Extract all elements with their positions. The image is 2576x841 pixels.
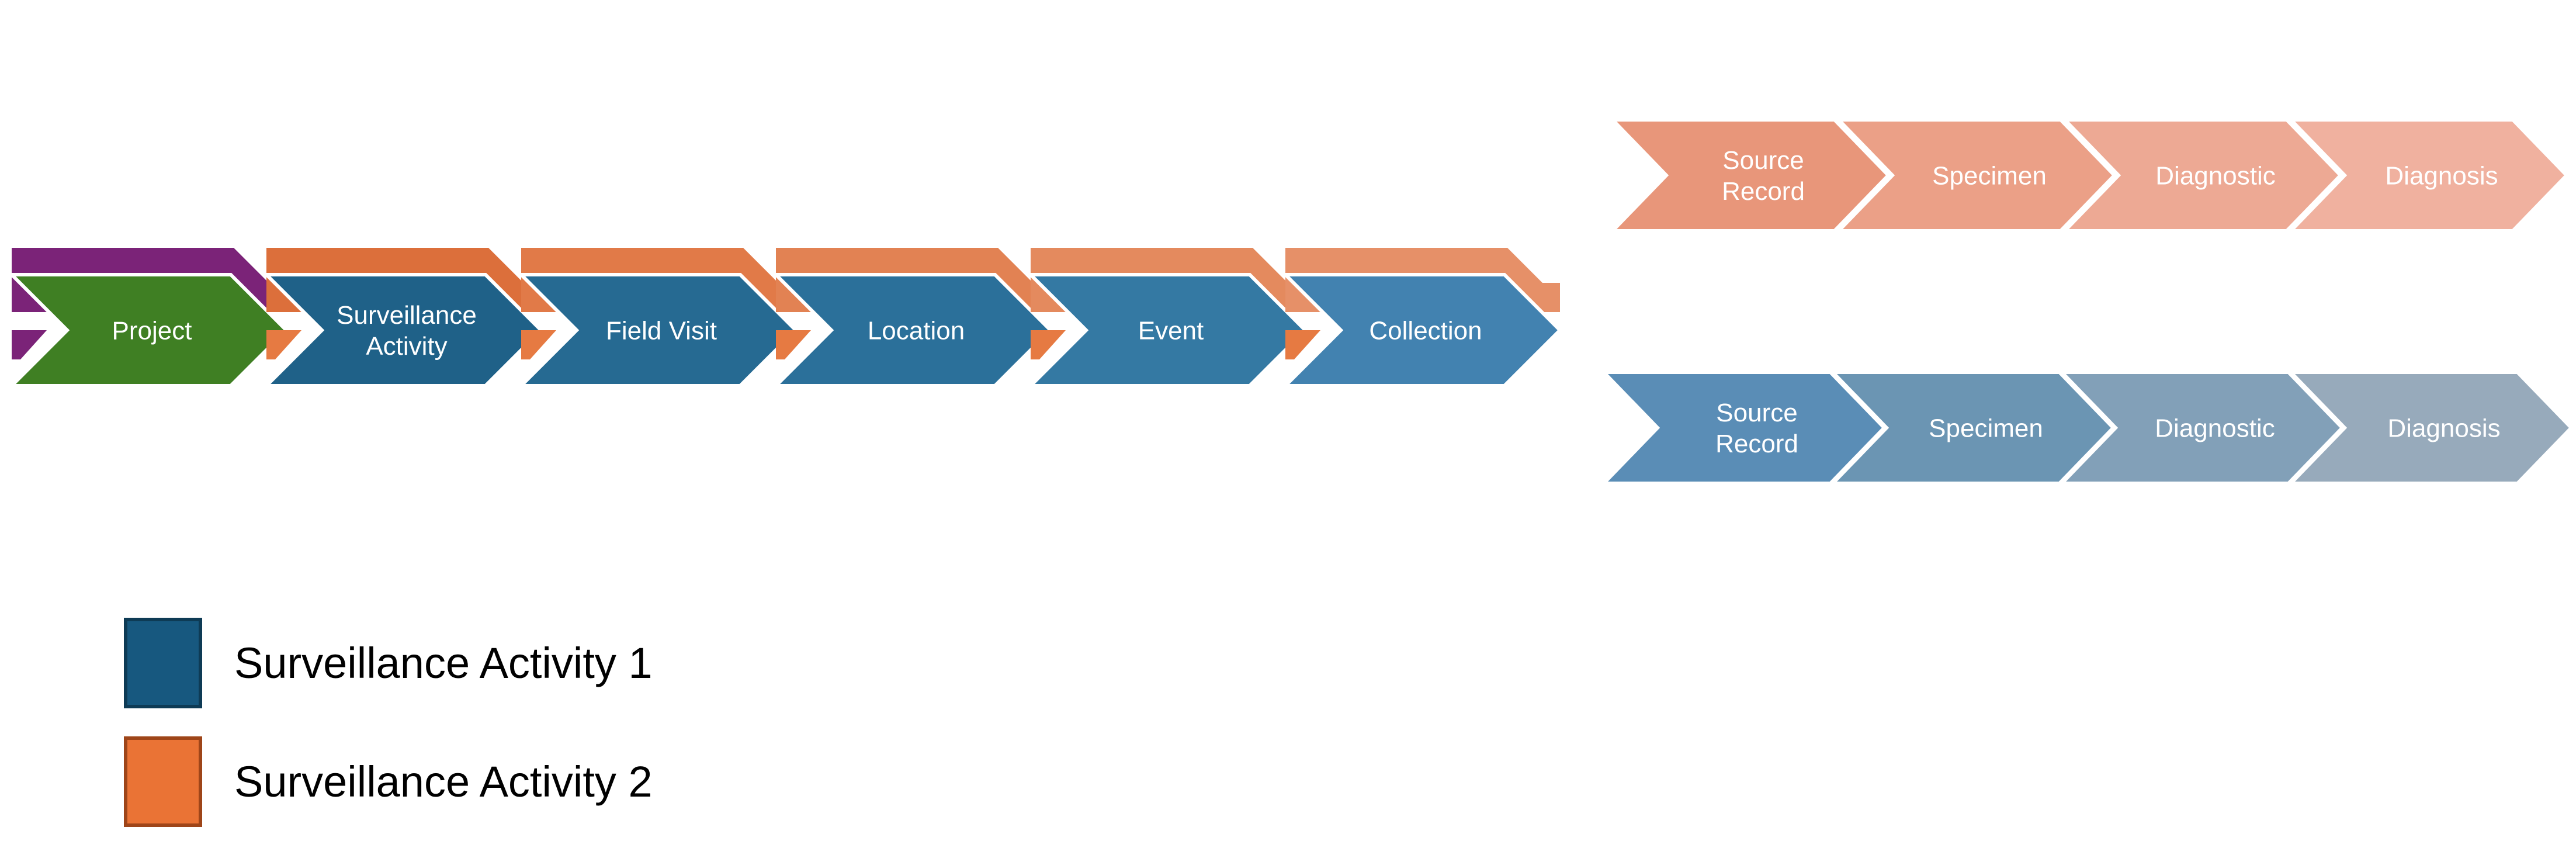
step-surveillance-activity-label-line-1: Surveillance <box>337 301 477 330</box>
activity-1-step-diagnosis-chevron <box>2286 371 2574 485</box>
step-surveillance-activity-label-line-2: Activity <box>366 332 447 361</box>
activity-2-step-diagnosis-label: Diagnosis <box>2385 161 2498 190</box>
step-event-notch <box>1031 330 1066 359</box>
activity-1-step-diagnostic-label: Diagnostic <box>2155 414 2275 442</box>
legend-item-activity-2: Surveillance Activity 2 <box>124 736 653 827</box>
activity-2-step-source-record-chevron <box>1608 118 1891 233</box>
legend-item-activity-1: Surveillance Activity 1 <box>124 618 653 708</box>
activity-2-step-specimen-chevron <box>1834 118 2117 233</box>
activity-2-step-diagnostic: Diagnostic <box>2060 118 2343 233</box>
step-collection-chevron <box>1281 273 1563 387</box>
activity-1-step-diagnosis: Diagnosis <box>2286 371 2574 485</box>
activity-2-step-source-record-label-line-2: Record <box>1722 177 1805 206</box>
step-collection: Collection <box>1281 248 1563 387</box>
activity-2-step-diagnosis: Diagnosis <box>2286 118 2570 233</box>
activity-1-step-source-record-label-line-2: Record <box>1715 430 1798 458</box>
step-event-label: Event <box>1138 316 1204 345</box>
step-location: Location <box>771 248 1053 387</box>
step-project: Project <box>7 248 289 387</box>
step-project-label: Project <box>112 316 192 345</box>
step-field-visit: Field Visit <box>516 248 799 387</box>
activity-2-step-source-record-label-line-1: Source <box>1722 146 1804 175</box>
legend-swatch-activity-1 <box>124 618 202 708</box>
activity-2-step-diagnosis-chevron <box>2286 118 2570 233</box>
step-surveillance-activity-chevron <box>262 273 544 387</box>
step-event: Event <box>1026 248 1308 387</box>
step-project-chevron <box>7 273 289 387</box>
activity-2-step-specimen-label: Specimen <box>1932 161 2047 190</box>
step-location-chevron <box>771 273 1053 387</box>
activity-1-step-specimen-label: Specimen <box>1929 414 2043 442</box>
legend-label-activity-2: Surveillance Activity 2 <box>234 757 653 806</box>
step-field-visit-chevron <box>516 273 799 387</box>
activity-2-step-diagnostic-label: Diagnostic <box>2155 161 2275 190</box>
activity-2-step-diagnostic-chevron <box>2060 118 2343 233</box>
step-collection-notch <box>1285 330 1320 359</box>
step-location-label: Location <box>868 316 965 345</box>
step-project-notch <box>12 330 47 359</box>
activity-2-step-specimen: Specimen <box>1834 118 2117 233</box>
step-surveillance-activity-notch <box>266 330 301 359</box>
activity-1-step-source-record-label-line-1: Source <box>1716 399 1797 427</box>
step-location-notch <box>776 330 811 359</box>
activity-1-step-source-record-chevron <box>1599 371 1887 485</box>
activity-1-step-diagnosis-label: Diagnosis <box>2387 414 2500 442</box>
step-field-visit-notch <box>521 330 556 359</box>
step-event-chevron <box>1026 273 1308 387</box>
legend-swatch-activity-2 <box>124 736 202 827</box>
step-field-visit-label: Field Visit <box>606 316 717 345</box>
step-collection-label: Collection <box>1369 316 1482 345</box>
legend-label-activity-1: Surveillance Activity 1 <box>234 639 653 687</box>
